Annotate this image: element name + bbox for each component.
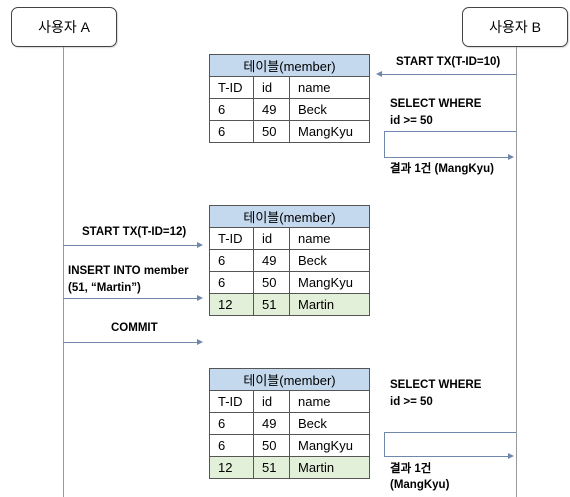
arrowhead-right <box>508 453 514 459</box>
column-header: name <box>289 390 370 413</box>
self-loop-select-2-side <box>384 432 385 456</box>
table-row: 6 50 MangKyu <box>209 434 370 457</box>
arrowhead-right <box>197 339 203 345</box>
table-cell: 49 <box>253 98 290 121</box>
column-header: name <box>289 227 370 250</box>
table-cell: Beck <box>289 98 370 121</box>
table-cell: 50 <box>253 271 290 294</box>
table-row: 6 49 Beck <box>209 98 370 121</box>
self-loop-select-2-top <box>384 432 516 433</box>
table-cell: 49 <box>253 249 290 272</box>
table-row: 6 50 MangKyu <box>209 271 370 294</box>
column-header: id <box>253 390 290 413</box>
lifeline-user-a <box>63 47 64 497</box>
column-header: name <box>289 76 370 99</box>
msg-b-select-2-line2: id >= 50 <box>390 396 433 408</box>
arrow-a-start-tx <box>63 245 197 246</box>
table-title: 테이블(member) <box>209 368 370 391</box>
self-loop-select-1-top <box>384 131 516 132</box>
arrowhead-right <box>197 242 203 248</box>
table-cell: 6 <box>209 98 254 121</box>
msg-b-select-1-line2: id >= 50 <box>390 115 433 127</box>
msg-a-commit: COMMIT <box>111 322 158 334</box>
msg-b-result-2-line2: (MangKyu) <box>390 479 450 491</box>
table-row: 6 49 Beck <box>209 412 370 435</box>
table-cell: 6 <box>209 271 254 294</box>
member-table-2: 테이블(member) T-ID id name 6 49 Beck 6 50 … <box>209 205 370 316</box>
table-cell: 51 <box>253 456 290 479</box>
table-cell: 50 <box>253 120 290 143</box>
arrow-b-start-tx <box>381 74 516 75</box>
column-header: T-ID <box>209 390 254 413</box>
table-cell: 6 <box>209 434 254 457</box>
table-cell: MangKyu <box>289 434 370 457</box>
table-title: 테이블(member) <box>209 54 370 77</box>
actor-user-a-label: 사용자 A <box>38 19 90 35</box>
self-loop-select-1-side <box>384 131 385 157</box>
column-header: T-ID <box>209 76 254 99</box>
table-cell: 6 <box>209 120 254 143</box>
arrowhead-right <box>508 154 514 160</box>
column-header: T-ID <box>209 227 254 250</box>
table-cell: Martin <box>289 293 370 316</box>
table-cell: 6 <box>209 249 254 272</box>
table-cell: 50 <box>253 434 290 457</box>
msg-b-select-2-line1: SELECT WHERE <box>390 379 482 391</box>
member-table-3: 테이블(member) T-ID id name 6 49 Beck 6 50 … <box>209 368 370 479</box>
msg-a-start-tx: START TX(T-ID=12) <box>82 226 187 238</box>
arrowhead-right <box>197 295 203 301</box>
table-cell: Martin <box>289 456 370 479</box>
actor-user-b-label: 사용자 B <box>489 19 541 35</box>
table-header-row: T-ID id name <box>209 390 370 413</box>
arrowhead-left <box>376 71 382 77</box>
table-cell: 49 <box>253 412 290 435</box>
table-row: 6 50 MangKyu <box>209 120 370 143</box>
msg-b-select-1-line1: SELECT WHERE <box>390 98 482 110</box>
self-loop-select-1-bottom <box>384 157 510 158</box>
msg-b-result-2-line1: 결과 1건 <box>390 463 432 475</box>
self-loop-select-2-bottom <box>384 456 510 457</box>
column-header: id <box>253 76 290 99</box>
table-cell: 12 <box>209 293 254 316</box>
msg-b-result-1: 결과 1건 (MangKyu) <box>390 163 494 175</box>
msg-a-insert-line1: INSERT INTO member <box>68 265 189 277</box>
lifeline-user-b <box>516 47 517 497</box>
table-cell: 12 <box>209 456 254 479</box>
column-header: id <box>253 227 290 250</box>
msg-b-start-tx: START TX(T-ID=10) <box>396 56 501 68</box>
table-cell: 51 <box>253 293 290 316</box>
arrow-a-commit <box>63 342 197 343</box>
member-table-1: 테이블(member) T-ID id name 6 49 Beck 6 50 … <box>209 54 370 143</box>
table-cell: MangKyu <box>289 271 370 294</box>
table-title: 테이블(member) <box>209 205 370 228</box>
arrow-a-insert <box>63 298 197 299</box>
actor-user-b: 사용자 B <box>462 7 568 47</box>
table-cell: MangKyu <box>289 120 370 143</box>
actor-user-a: 사용자 A <box>11 7 117 47</box>
table-cell: Beck <box>289 249 370 272</box>
msg-a-insert-line2: (51, “Martin”) <box>68 282 141 294</box>
table-cell: 6 <box>209 412 254 435</box>
table-header-row: T-ID id name <box>209 76 370 99</box>
table-cell: Beck <box>289 412 370 435</box>
table-row-new: 12 51 Martin <box>209 293 370 316</box>
table-row: 6 49 Beck <box>209 249 370 272</box>
table-header-row: T-ID id name <box>209 227 370 250</box>
table-row-new: 12 51 Martin <box>209 456 370 479</box>
